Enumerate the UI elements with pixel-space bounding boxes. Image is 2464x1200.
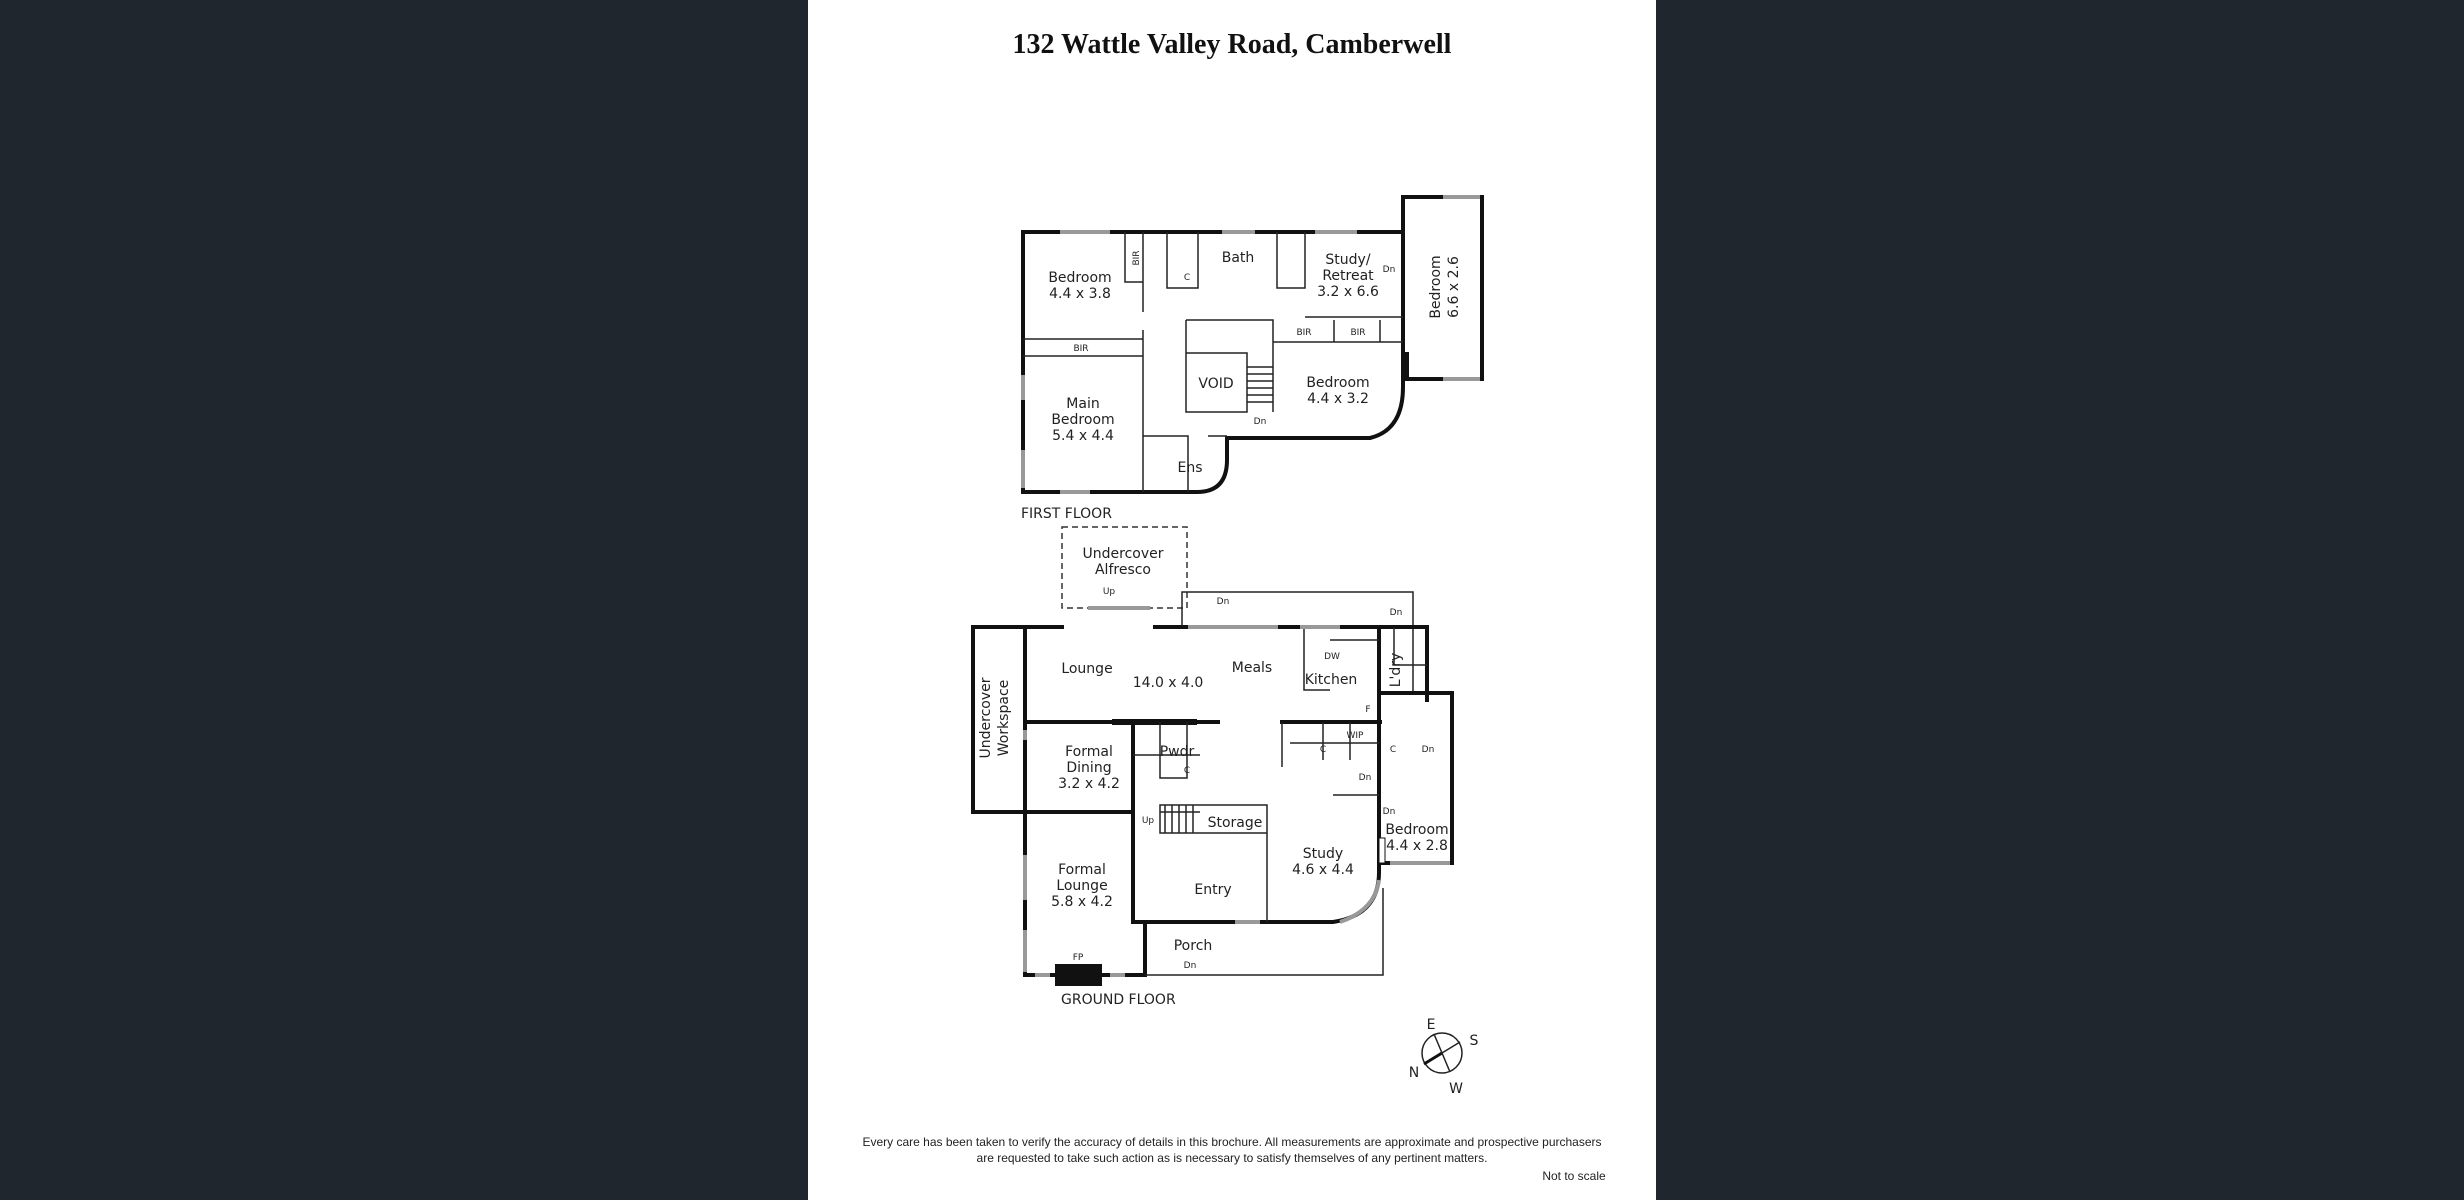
room-label: Ens xyxy=(1177,460,1202,476)
room-label: Kitchen xyxy=(1305,672,1358,688)
room-dimensions: 4.4 x 2.8 xyxy=(1386,838,1448,854)
compass-east: E xyxy=(1427,1017,1436,1033)
room-label: Bedroom xyxy=(1048,270,1111,286)
not-to-scale-note: Not to scale xyxy=(1542,1169,1606,1183)
room-label: Bedroom xyxy=(1428,255,1444,318)
room-dimensions: 4.4 x 3.2 xyxy=(1307,391,1369,407)
stair-label: Dn xyxy=(1184,961,1197,971)
compass-west: W xyxy=(1449,1081,1463,1097)
stair-label: Dn xyxy=(1254,417,1267,427)
room-dimensions: 3.2 x 4.2 xyxy=(1058,776,1120,792)
page-title: 132 Wattle Valley Road, Camberwell xyxy=(1013,29,1452,60)
room-label: Study/ xyxy=(1325,252,1370,268)
room-label: Bath xyxy=(1222,250,1255,266)
room-label: Entry xyxy=(1194,882,1231,898)
room-label: Workspace xyxy=(996,680,1012,757)
first-floor-caption: FIRST FLOOR xyxy=(1021,506,1112,522)
room-label: Bedroom xyxy=(1385,822,1448,838)
room-dimensions: 5.4 x 4.4 xyxy=(1052,428,1114,444)
room-label: Alfresco xyxy=(1095,562,1151,578)
room-label: BIR xyxy=(1350,328,1365,338)
room-label: L'dry xyxy=(1388,653,1404,688)
room-label: Bedroom xyxy=(1306,375,1369,391)
room-label: Storage xyxy=(1208,815,1263,831)
room-label: C xyxy=(1184,766,1190,776)
room-label: Lounge xyxy=(1061,661,1112,677)
room-label: Study xyxy=(1303,846,1343,862)
appliance-label: DW xyxy=(1324,652,1340,662)
room-label: Formal xyxy=(1065,744,1113,760)
ground-floor-caption: GROUND FLOOR xyxy=(1061,992,1176,1008)
room-label: Porch xyxy=(1174,938,1213,954)
room-label: Pwdr xyxy=(1160,744,1195,760)
room-dimensions: 14.0 x 4.0 xyxy=(1133,675,1204,691)
room-label: BIR xyxy=(1073,344,1088,354)
disclaimer-line-1: Every care has been taken to verify the … xyxy=(862,1135,1601,1149)
compass-icon: E S N W xyxy=(1409,1017,1479,1097)
room-label: Dining xyxy=(1066,760,1111,776)
room-label: Bedroom xyxy=(1051,412,1114,428)
room-label: Meals xyxy=(1232,660,1272,676)
disclaimer-line-2: are requested to take such action as is … xyxy=(977,1151,1488,1165)
room-label: Formal xyxy=(1058,862,1106,878)
room-label: Lounge xyxy=(1056,878,1107,894)
room-dimensions: 4.4 x 3.8 xyxy=(1049,286,1111,302)
room-dimensions: 3.2 x 6.6 xyxy=(1317,284,1379,300)
room-label: WIP xyxy=(1347,731,1365,741)
appliance-label: F xyxy=(1365,705,1370,715)
compass-south: S xyxy=(1470,1033,1479,1049)
room-label: Undercover xyxy=(1083,546,1164,562)
room-label: Retreat xyxy=(1322,268,1374,284)
stair-label: Dn xyxy=(1422,745,1435,755)
fireplace-label: FP xyxy=(1073,953,1084,963)
room-label: BIR xyxy=(1296,328,1311,338)
first-floor-plan: Bedroom 4.4 x 3.8 BIR Bath C Study/ Retr… xyxy=(1021,195,1484,522)
stair-label: Dn xyxy=(1359,773,1372,783)
room-label: Undercover xyxy=(978,677,994,758)
room-dimensions: 5.8 x 4.2 xyxy=(1051,894,1113,910)
stair-label: Up xyxy=(1103,587,1116,597)
room-dimensions: 6.6 x 2.6 xyxy=(1446,256,1462,318)
stair-label: Dn xyxy=(1217,597,1230,607)
stair-label: Dn xyxy=(1383,807,1396,817)
room-label: BIR xyxy=(1132,250,1142,265)
room-label: VOID xyxy=(1198,376,1233,392)
ground-floor-plan: Undercover Alfresco Up Dn Dn Undercover … xyxy=(971,526,1454,1008)
compass-north: N xyxy=(1409,1065,1419,1081)
stair-label: Dn xyxy=(1383,265,1396,275)
room-label: C xyxy=(1320,745,1326,755)
room-label: Main xyxy=(1066,396,1099,412)
room-dimensions: 4.6 x 4.4 xyxy=(1292,862,1354,878)
room-label: C xyxy=(1390,745,1396,755)
room-label: C xyxy=(1184,273,1190,283)
stair-label: Dn xyxy=(1390,608,1403,618)
stair-label: Up xyxy=(1142,816,1155,826)
